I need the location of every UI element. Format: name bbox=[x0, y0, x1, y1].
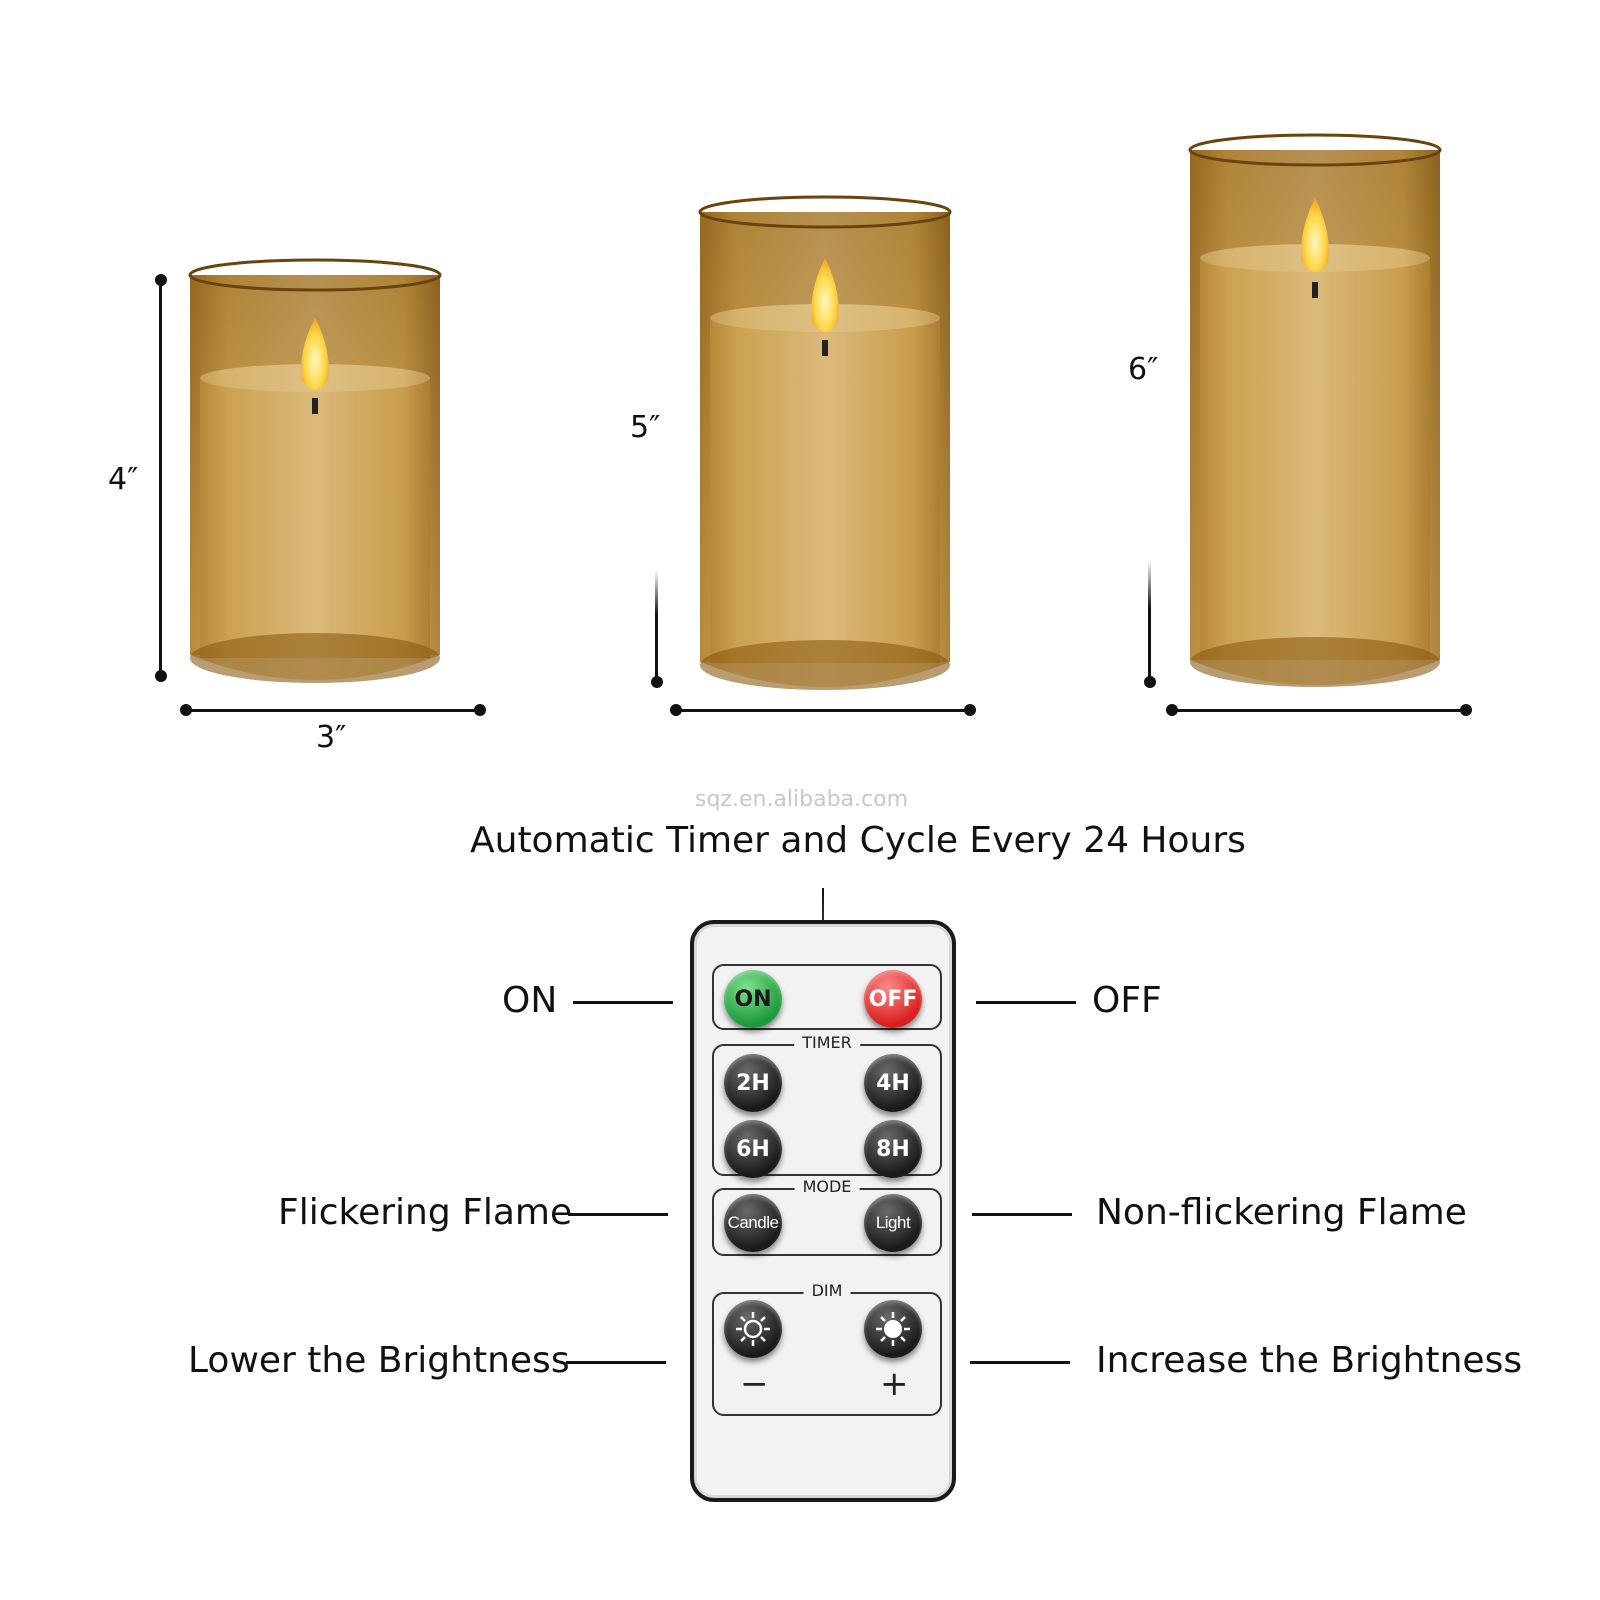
candle-illustrations bbox=[188, 133, 1442, 690]
width-line-left-dot bbox=[180, 704, 192, 716]
mode-title: MODE bbox=[794, 1177, 860, 1196]
candle-5in bbox=[698, 195, 952, 690]
flickering-leader bbox=[568, 1213, 668, 1216]
power-panel: ON OFF bbox=[712, 964, 942, 1030]
width-line-right-dot bbox=[474, 704, 486, 716]
watermark: sqz.en.alibaba.com bbox=[695, 787, 909, 812]
dim-down-button[interactable] bbox=[724, 1300, 782, 1358]
timer-8h-button[interactable]: 8H bbox=[864, 1120, 922, 1178]
height-label-6in: 6″ bbox=[1128, 352, 1159, 387]
candle-4in bbox=[188, 258, 442, 683]
height-label-4in: 4″ bbox=[108, 462, 139, 497]
dim-title: DIM bbox=[803, 1281, 851, 1300]
remote-control: ON OFF TIMER 2H 4H 6H 8H MODE Candle Lig… bbox=[690, 920, 956, 1502]
light-mode-button[interactable]: Light bbox=[864, 1194, 922, 1252]
timer-title: TIMER bbox=[794, 1033, 860, 1052]
height-line-6in bbox=[1148, 560, 1151, 682]
dim-up-button[interactable] bbox=[864, 1300, 922, 1358]
lower-brightness-callout: Lower the Brightness bbox=[188, 1340, 570, 1381]
on-leader bbox=[573, 1001, 673, 1004]
width-line-6in bbox=[1172, 709, 1466, 712]
non-flickering-callout: Non-flickering Flame bbox=[1096, 1192, 1467, 1233]
flickering-callout: Flickering Flame bbox=[278, 1192, 573, 1233]
width-line-6in-right-dot bbox=[1460, 704, 1472, 716]
height-line-5in bbox=[655, 570, 658, 682]
width-line-3in bbox=[186, 709, 480, 712]
sun-filled-icon bbox=[876, 1312, 910, 1346]
height-label-5in: 5″ bbox=[630, 410, 661, 445]
height-line-6in-dot bbox=[1144, 676, 1156, 688]
mode-panel: MODE Candle Light bbox=[712, 1177, 942, 1256]
increase-brightness-callout: Increase the Brightness bbox=[1096, 1340, 1523, 1381]
width-label-3in: 3″ bbox=[316, 720, 347, 755]
dim-panel: DIM − bbox=[712, 1281, 942, 1416]
plus-sign: + bbox=[880, 1364, 909, 1404]
timer-2h-button[interactable]: 2H bbox=[724, 1054, 782, 1112]
width-line-5in-left-dot bbox=[670, 704, 682, 716]
candle-mode-button[interactable]: Candle bbox=[724, 1194, 782, 1252]
timer-6h-button[interactable]: 6H bbox=[724, 1120, 782, 1178]
increase-brightness-leader bbox=[970, 1361, 1070, 1364]
width-line-6in-left-dot bbox=[1166, 704, 1178, 716]
sun-outline-icon bbox=[736, 1312, 770, 1346]
height-line-bottom-dot bbox=[155, 670, 167, 682]
lower-brightness-leader bbox=[566, 1361, 666, 1364]
off-callout: OFF bbox=[1092, 980, 1162, 1021]
off-leader bbox=[976, 1001, 1076, 1004]
headline: Automatic Timer and Cycle Every 24 Hours bbox=[470, 820, 1246, 861]
width-line-5in bbox=[676, 709, 970, 712]
height-line-5in-dot bbox=[651, 676, 663, 688]
width-line-5in-right-dot bbox=[964, 704, 976, 716]
non-flickering-leader bbox=[972, 1213, 1072, 1216]
off-button[interactable]: OFF bbox=[864, 970, 922, 1028]
on-callout: ON bbox=[502, 980, 558, 1021]
candle-6in bbox=[1188, 133, 1442, 687]
timer-4h-button[interactable]: 4H bbox=[864, 1054, 922, 1112]
timer-panel: TIMER 2H 4H 6H 8H bbox=[712, 1033, 942, 1178]
minus-sign: − bbox=[740, 1364, 769, 1404]
height-line-4in bbox=[159, 278, 162, 676]
height-line-top-dot bbox=[155, 274, 167, 286]
on-button[interactable]: ON bbox=[724, 970, 782, 1028]
